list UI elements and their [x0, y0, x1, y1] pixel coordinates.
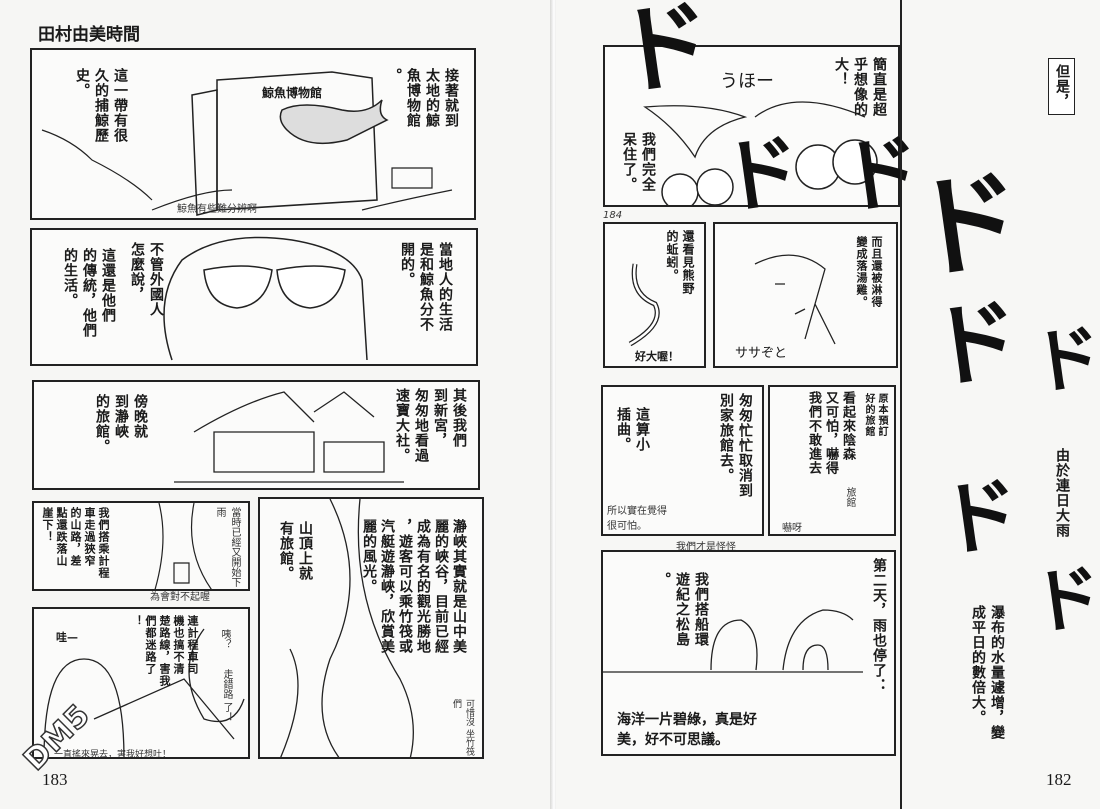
panel-divider [900, 0, 902, 809]
sfx-do: ド [923, 286, 1027, 403]
panel-taxi-road: 我們搭乘計程 車走過狹窄 的山路，差 點還跌落山 崖下！ 當時已經又開始下雨 [32, 501, 250, 591]
narration: 不管外國人 怎麼說， [129, 242, 164, 317]
book-gutter [550, 0, 558, 809]
panel-whale-museum: 鯨魚博物館 鯨魚有些難分辨啊 接著就到 太地的鯨 魚博物館 。 這一帶有很 久的… [30, 48, 476, 220]
caption: 一直搖來晃去，害我好想吐！ [54, 750, 172, 759]
panel-cancel-hotel: 匆匆忙忙取消到 別家旅館去。 這算小 插曲。 所以實在覺得 很可怕。 [601, 385, 764, 536]
narration: 匆匆忙忙取消到 別家旅館去。 [718, 393, 753, 498]
handwritten-note: 嚇呀 [782, 523, 802, 534]
surprised-faces-drawing [643, 101, 878, 205]
handwritten-note: 鯨魚有些難分辨啊 [177, 204, 257, 215]
handwritten-note: 所以實在覺得 很可怕。 [607, 506, 667, 532]
narration: 瀞峽其實就是山中美 麗的峽谷，目前已經 成為有名的觀光勝地 ，遊客可以乘竹筏或 … [361, 519, 467, 654]
sfx-voice: うほー [720, 71, 774, 92]
gorge-drawing [280, 499, 414, 757]
narration: 其後我們 到新宮， 匆匆地看過 速寶大社。 [394, 388, 467, 463]
sfx-do: ド [903, 153, 1031, 297]
narration: 山頂上就 有旅館。 [278, 521, 313, 581]
caption-text: 但是， [1054, 64, 1070, 109]
sfx-do: ド [1026, 554, 1100, 646]
sfx-do: ド [714, 122, 808, 227]
caption: 海洋一片碧綠，真是好 美，好不可思議。 [617, 712, 757, 748]
panel-glasses-face: 當地人的生活 是和鯨魚分不 開的。 不管外國人 怎麼說， 這還是他們 的傳統，他… [30, 228, 478, 366]
narration: 我們完全 呆住了。 [621, 132, 656, 192]
panel-soaked: 而且還被淋得 變成落湯雞。 ササぞと [713, 222, 898, 368]
page-number: 182 [1046, 770, 1072, 789]
handwritten-note: 當時已經又開始下雨 [214, 507, 240, 587]
handwritten-note: 為會對不起喔 [150, 592, 210, 603]
narration: 這一帶有很 久的捕鯨歷 史。 [74, 68, 128, 143]
panel-shrine: 其後我們 到新宮， 匆匆地看過 速寶大社。 傍晚就 到瀞峽 的旅館。 [32, 380, 480, 490]
narration: 這還是他們 的傳統，他們 的生活。 [62, 248, 116, 338]
shrine-drawing [174, 391, 404, 483]
rain-umbrella-drawing [754, 254, 836, 345]
caption-box: 但是， [1048, 58, 1075, 115]
sfx-do: ド [1026, 314, 1100, 406]
narration: 我們搭船環 遊紀之松島 。 [655, 572, 709, 647]
lost-taxi-drawing [43, 628, 245, 757]
panel-earthworm: 還看見熊野 的蚯蚓。 好大喔！ [603, 222, 706, 368]
caption: 好大喔！ [635, 350, 679, 363]
mountain-road-drawing [154, 503, 212, 589]
narration: 由於連日大雨 [1054, 448, 1070, 538]
narration: 看起來陰森 又可怕，嚇得 我們不敢進去 [806, 391, 855, 475]
page-number: 183 [42, 770, 68, 789]
narration: 傍晚就 到瀞峽 的旅館。 [94, 394, 148, 454]
panel-waterfall-amazed: うほー 簡直是超 乎想像的 大！ 我們完全 呆住了。 [603, 45, 900, 207]
sfx-do: ド [608, 0, 720, 111]
panel-matsushima: 第二天，雨也停了： 我們搭船環 遊紀之松島 。 海洋一片碧綠，真是好 美，好不可… [601, 550, 896, 756]
sea-rocks-drawing [603, 609, 863, 673]
panel-lost: 哇— 連計程車司 機也搞不清 楚路線，害我 們都迷路了 ！ 咦？ 走錯路 了！ … [32, 607, 250, 759]
shout-text: 哇— [56, 631, 78, 644]
book-title: 田村由美時間 [38, 25, 140, 45]
sfx-rain: ササぞと [735, 346, 788, 361]
narration: 原本預訂 好的旅館 [863, 393, 887, 437]
narration: 還看見熊野 的蚯蚓。 [665, 230, 695, 295]
narration: 而且還被淋得 變成落湯雞。 [855, 236, 883, 308]
narration: 瀑布的水量遽增，變 成平日的數倍大。 [970, 605, 1005, 740]
face-drawing [163, 236, 368, 361]
narration: 當地人的生活 是和鯨魚分不 開的。 [399, 242, 453, 332]
earthworm-drawing [628, 263, 660, 347]
panel-scary-hotel: 原本預訂 好的旅館 看起來陰森 又可怕，嚇得 我們不敢進去 旅館 嚇呀 [768, 385, 896, 536]
narration: 簡直是超 乎想像的 大！ [833, 57, 887, 117]
handwritten-note: 我們才是怪怪 [676, 542, 736, 553]
panel-gorge: 瀞峽其實就是山中美 麗的峽谷，目前已經 成為有名的觀光勝地 ，遊客可以乘竹筏或 … [258, 497, 484, 759]
narration: 我們搭乘計程 車走過狹窄 的山路，差 點還跌落山 崖下！ [41, 507, 110, 579]
narration: 第二天，雨也停了： [871, 558, 887, 693]
handwritten-note: 可惜沒 坐竹筏們 [451, 699, 474, 756]
sfx-do: ド [933, 465, 1027, 570]
hotel-sign: 旅館 [844, 487, 855, 507]
speech-bubble: 走錯路 了！ [221, 669, 232, 723]
right-page: うほー 簡直是超 乎想像的 大！ 我們完全 呆住了。 184 還看見熊野 的蚯蚓… [556, 0, 1100, 809]
narration: 連計程車司 機也搞不清 楚路線，害我 們都迷路了 ！ [130, 615, 199, 687]
narration: 這算小 插曲。 [615, 407, 650, 452]
narration: 接著就到 太地的鯨 魚博物館 。 [386, 68, 459, 128]
speech-bubble: 咦？ [219, 629, 230, 649]
page-mark: 184 [603, 210, 623, 221]
left-page: 田村由美時間 鯨魚博物館 鯨魚有些難分辨啊 接著就到 太地的鯨 魚博物館 。 這… [16, 25, 484, 789]
museum-sign: 鯨魚博物館 [262, 86, 323, 100]
whale-museum-drawing [41, 71, 453, 216]
